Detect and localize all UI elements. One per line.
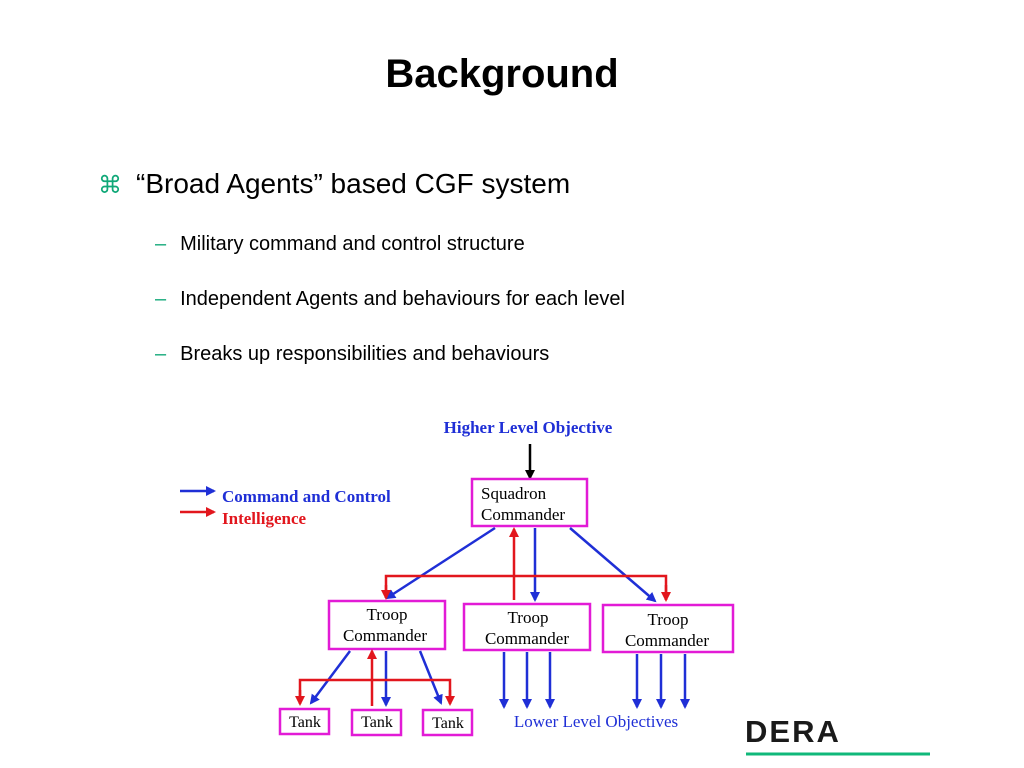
legend-intelligence-label: Intelligence bbox=[222, 509, 306, 528]
tank-label: Tank bbox=[432, 715, 464, 732]
sub-bullet: –Independent Agents and behaviours for e… bbox=[155, 288, 625, 311]
sub-bullet-text: Military command and control structure bbox=[180, 233, 525, 255]
dash-marker: – bbox=[155, 233, 167, 255]
bullet-main-text: “Broad Agents” based CGF system bbox=[136, 168, 571, 199]
troop-label-line1: Troop bbox=[508, 608, 549, 627]
lower-level-objectives-label: Lower Level Objectives bbox=[514, 712, 678, 731]
sub-bullet-text: Breaks up responsibilities and behaviour… bbox=[180, 343, 550, 365]
command-arrow bbox=[385, 526, 496, 600]
troop-label-line1: Troop bbox=[648, 610, 689, 629]
intelligence-bus bbox=[298, 678, 452, 703]
tank-box bbox=[350, 708, 403, 737]
command-arrow bbox=[309, 650, 351, 705]
squadron-commander-box bbox=[470, 477, 589, 528]
legend-command-label: Command and Control bbox=[222, 487, 391, 506]
dash-marker: – bbox=[155, 288, 167, 310]
sub-bullet: –Breaks up responsibilities and behaviou… bbox=[155, 343, 549, 366]
sub-bullet: –Military command and control structure bbox=[155, 233, 525, 256]
sub-bullet-text: Independent Agents and behaviours for ea… bbox=[180, 288, 625, 310]
troop-label-line2: Commander bbox=[485, 629, 569, 648]
higher-level-objective-label: Higher Level Objective bbox=[444, 418, 613, 437]
intelligence-bus bbox=[384, 574, 668, 600]
squadron-label-line2: Commander bbox=[481, 505, 565, 524]
dash-marker: – bbox=[155, 343, 167, 365]
command-arrow bbox=[569, 527, 657, 603]
tank-label: Tank bbox=[289, 714, 321, 731]
tank-box bbox=[421, 708, 474, 737]
troop-commander-box bbox=[327, 599, 447, 651]
troop-commander-box bbox=[601, 603, 735, 654]
tank-label: Tank bbox=[361, 714, 393, 731]
dera-logo: DERA bbox=[745, 714, 841, 749]
troop-label-line1: Troop bbox=[367, 605, 408, 624]
command-arrow bbox=[418, 650, 443, 705]
bullet-main: ⌘ “Broad Agents” based CGF system bbox=[98, 168, 570, 200]
troop-label-line2: Commander bbox=[343, 626, 427, 645]
command-key-icon: ⌘ bbox=[98, 172, 122, 199]
tank-box bbox=[278, 707, 331, 736]
squadron-label-line1: Squadron bbox=[481, 484, 547, 503]
troop-commander-box bbox=[462, 602, 592, 652]
slide-title: Background bbox=[385, 52, 619, 96]
troop-label-line2: Commander bbox=[625, 631, 709, 650]
